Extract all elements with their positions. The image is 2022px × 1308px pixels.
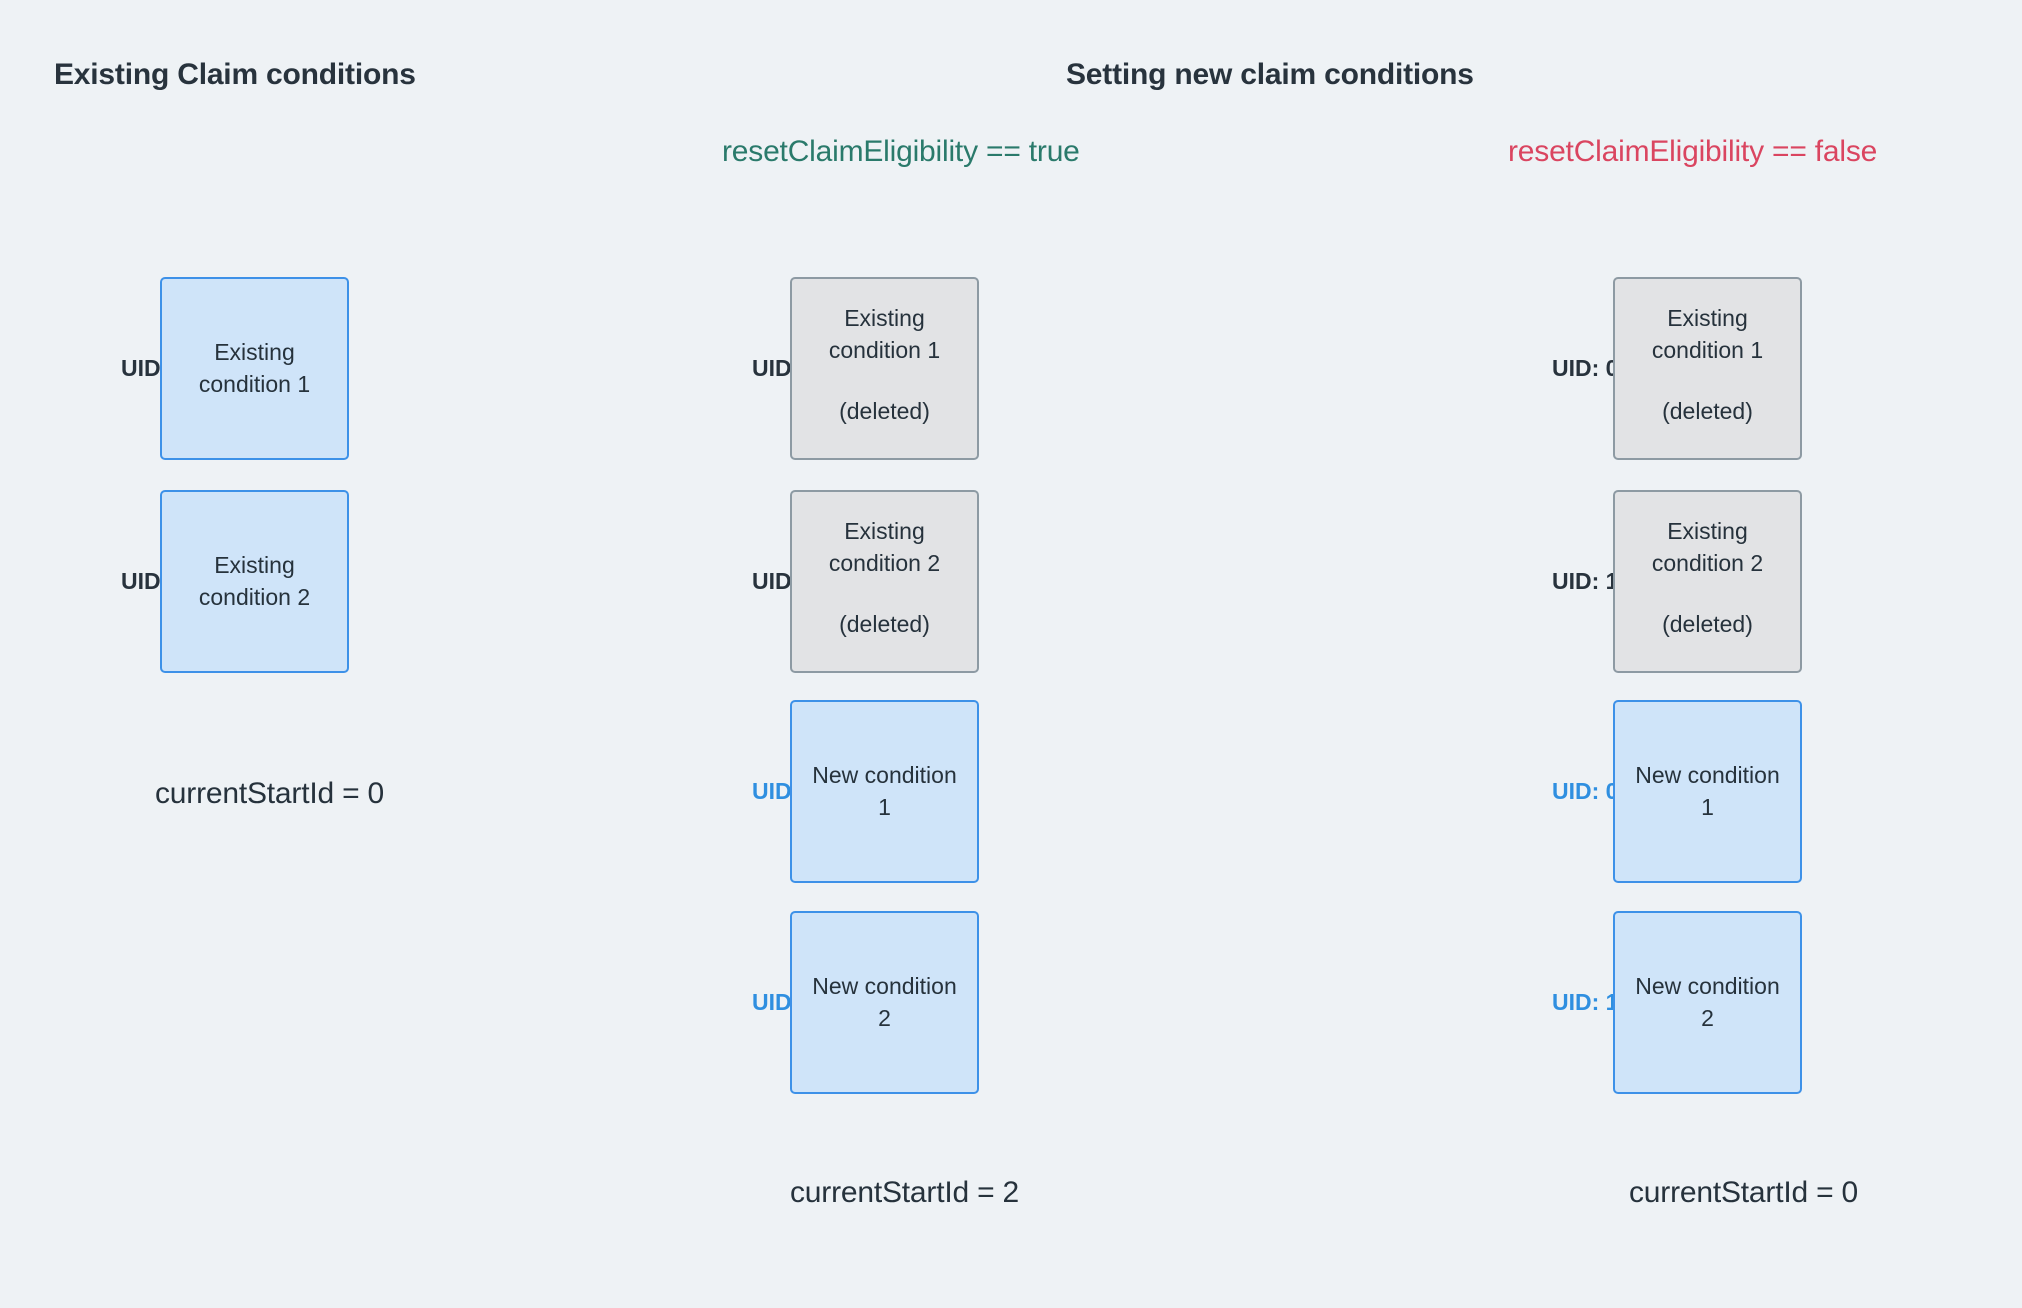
condition-box-status: (deleted) xyxy=(839,398,930,425)
condition-row: UID: 1 Existing condition 2 xyxy=(121,490,349,673)
condition-box-status: (deleted) xyxy=(1662,611,1753,638)
uid-label: UID: 3 xyxy=(752,989,819,1015)
condition-row: UID: 1 Existing condition 2 (deleted) xyxy=(1552,490,1802,673)
condition-box: Existing condition 2 xyxy=(160,490,349,673)
uid-label: UID: 1 xyxy=(752,568,819,594)
page-title-setting-new-claim-conditions: Setting new claim conditions xyxy=(1066,58,1474,91)
uid-label: UID: 0 xyxy=(1552,355,1619,381)
condition-box-status: (deleted) xyxy=(1662,398,1753,425)
condition-box-title: New condition 2 xyxy=(1635,972,1780,1031)
condition-row: UID: 1 New condition 2 xyxy=(1552,911,1802,1094)
condition-box-title: New condition 1 xyxy=(1635,761,1780,820)
condition-box: Existing condition 2 (deleted) xyxy=(1613,490,1802,673)
condition-box: Existing condition 2 (deleted) xyxy=(790,490,979,673)
condition-box-title: Existing condition 2 xyxy=(1651,517,1764,576)
condition-row: UID: 0 Existing condition 1 xyxy=(121,277,349,460)
condition-row: UID: 0 Existing condition 1 (deleted) xyxy=(752,277,979,460)
uid-label: UID: 1 xyxy=(1552,989,1619,1015)
condition-box: New condition 2 xyxy=(790,911,979,1094)
condition-box-title: Existing condition 2 xyxy=(828,517,941,576)
uid-label: UID: 0 xyxy=(752,355,819,381)
condition-row: UID: 1 Existing condition 2 (deleted) xyxy=(752,490,979,673)
condition-row: UID: 0 Existing condition 1 (deleted) xyxy=(1552,277,1802,460)
condition-box-title: Existing condition 1 xyxy=(198,338,311,397)
condition-box-title: Existing condition 1 xyxy=(828,304,941,363)
uid-label: UID: 1 xyxy=(1552,568,1619,594)
condition-row: UID: 0 New condition 1 xyxy=(1552,700,1802,883)
uid-label: UID: 2 xyxy=(752,778,819,804)
condition-box-title: New condition 2 xyxy=(812,972,957,1031)
condition-box-title: Existing condition 1 xyxy=(1651,304,1764,363)
uid-label: UID: 0 xyxy=(1552,778,1619,804)
footer-current-start-id-reset-true: currentStartId = 2 xyxy=(790,1176,1020,1209)
condition-box: New condition 1 xyxy=(1613,700,1802,883)
flag-reset-claim-eligibility-true: resetClaimEligibility == true xyxy=(722,135,1080,168)
condition-box: Existing condition 1 xyxy=(160,277,349,460)
page-title-existing-claim-conditions: Existing Claim conditions xyxy=(54,58,416,91)
condition-box: Existing condition 1 (deleted) xyxy=(1613,277,1802,460)
condition-box-title: New condition 1 xyxy=(812,761,957,820)
condition-box-status: (deleted) xyxy=(839,611,930,638)
flag-reset-claim-eligibility-false: resetClaimEligibility == false xyxy=(1508,135,1878,168)
condition-box: New condition 1 xyxy=(790,700,979,883)
uid-label: UID: 1 xyxy=(121,568,188,594)
condition-box: New condition 2 xyxy=(1613,911,1802,1094)
footer-current-start-id-reset-false: currentStartId = 0 xyxy=(1629,1176,1859,1209)
footer-current-start-id-existing: currentStartId = 0 xyxy=(155,777,385,810)
uid-label: UID: 0 xyxy=(121,355,188,381)
condition-box: Existing condition 1 (deleted) xyxy=(790,277,979,460)
condition-box-title: Existing condition 2 xyxy=(198,551,311,610)
